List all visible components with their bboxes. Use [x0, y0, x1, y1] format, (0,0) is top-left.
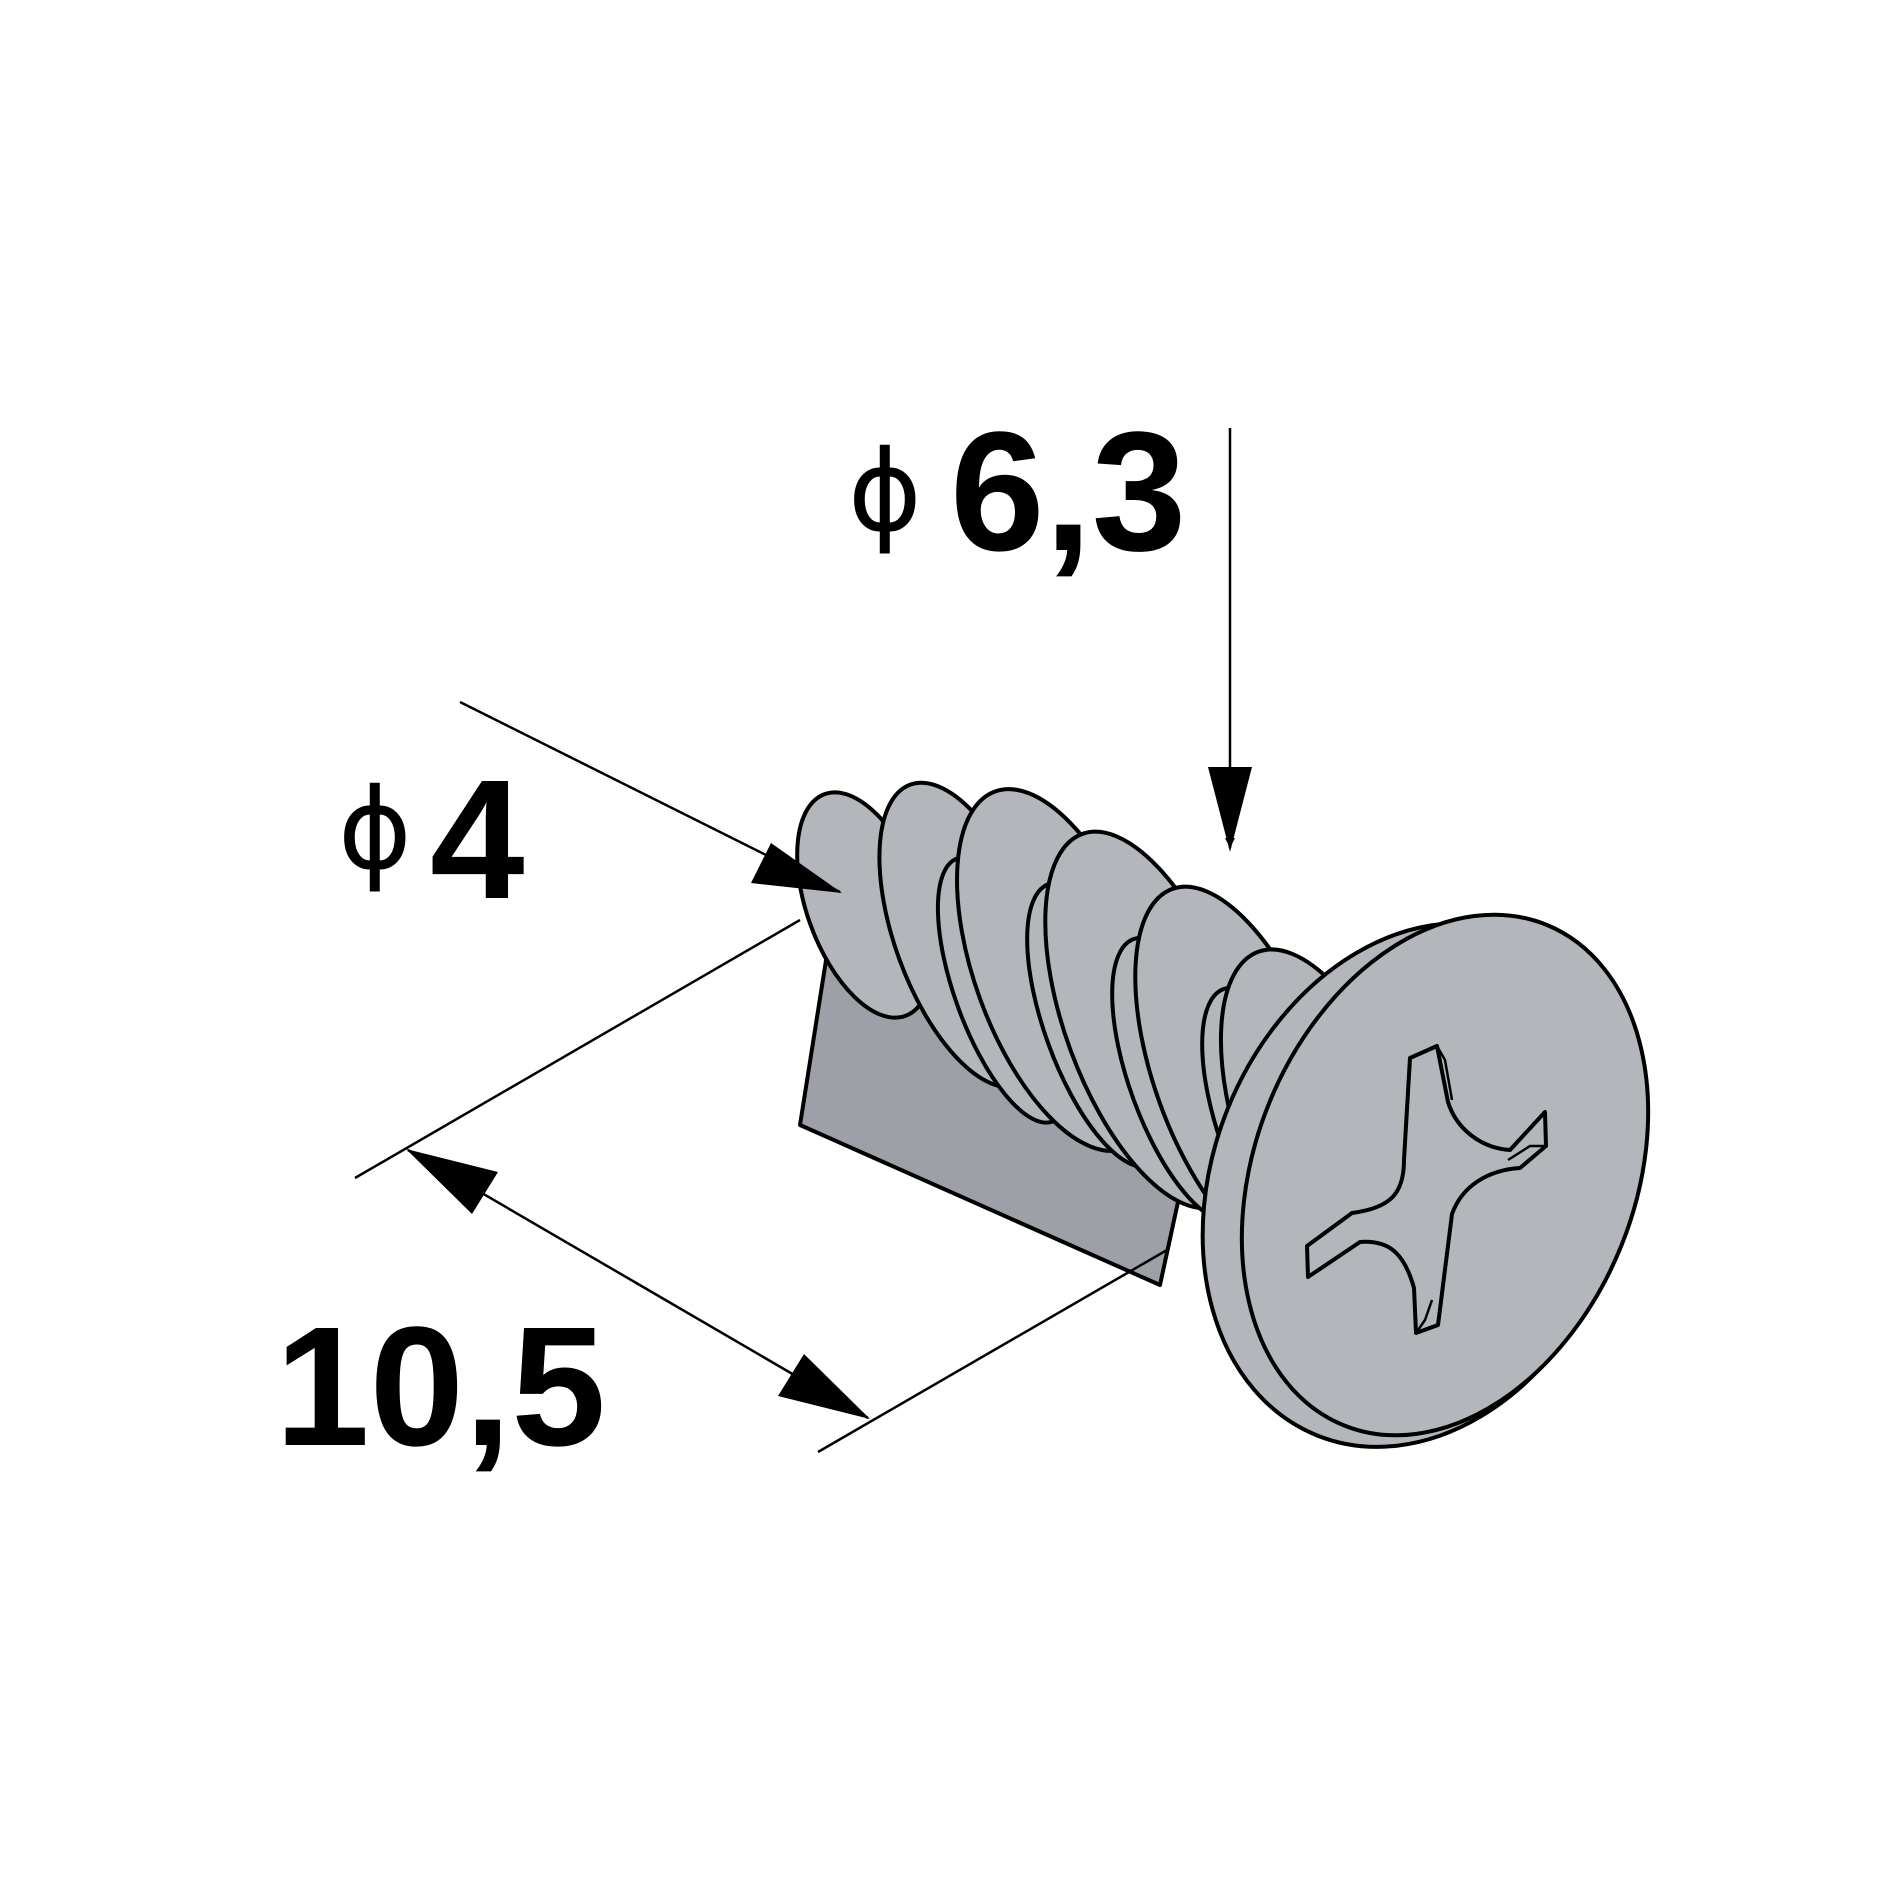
- length-value: 10,5: [275, 1292, 606, 1482]
- length-extension-line: [817, 1248, 1168, 1454]
- shank-diameter-value: 4: [430, 745, 525, 935]
- shank-diameter-arrowhead: [751, 843, 842, 893]
- length-dimension-line: [407, 1148, 869, 1420]
- length-label: 10,5: [275, 1292, 606, 1482]
- head-diameter-label: ϕ 6,3: [848, 397, 1186, 587]
- head-diameter-value: 6,3: [950, 397, 1186, 587]
- length-arrowhead: [778, 1354, 870, 1419]
- shank-diameter-label: ϕ 4: [338, 745, 525, 935]
- dimension-lines: [354, 428, 1252, 1454]
- head-diameter-arrowhead: [1208, 767, 1252, 852]
- length-arrowhead: [406, 1149, 498, 1214]
- length-extension-line: [354, 918, 801, 1180]
- screw-drawing: [795, 780, 1651, 1449]
- shank-diameter-symbol: ϕ: [338, 765, 412, 895]
- head-diameter-symbol: ϕ: [848, 427, 922, 557]
- phillips-cross-icon: [1305, 1044, 1548, 1335]
